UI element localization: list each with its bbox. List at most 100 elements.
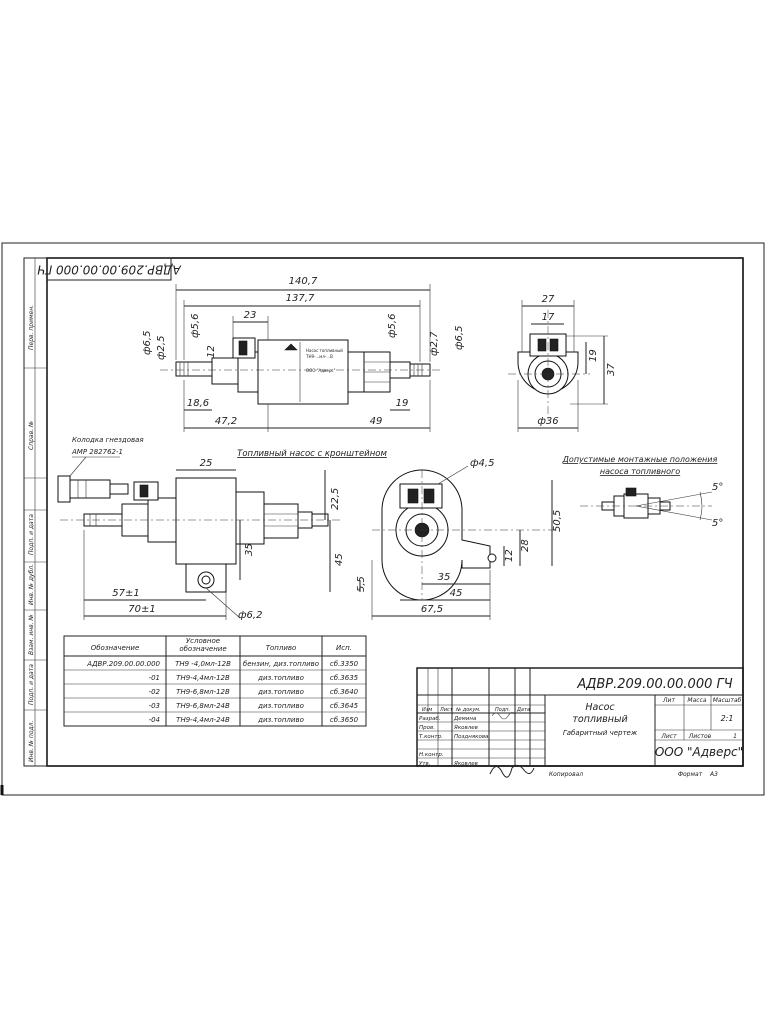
- table-row-2-fuel: диз.топливо: [257, 674, 304, 682]
- title-role-norm-control: Н.контр.: [419, 752, 444, 758]
- table-row-4-version: сб.3645: [330, 702, 359, 710]
- table-row-4-fuel: диз.топливо: [257, 702, 304, 710]
- pump-bracket-front-view: Топливный насос с кронштейном: [60, 449, 387, 593]
- title-sheets-label: Листов: [688, 733, 712, 740]
- table-row-5-designation: -04: [149, 716, 160, 724]
- signature-approved: [489, 764, 535, 778]
- margin-label-ref-no: Справ. №: [28, 421, 35, 450]
- margin-label-sign-date-2: Подп. и дата: [28, 664, 35, 705]
- rotated-drawing-code: АДВР.209.00.00.000 ГЧ: [37, 263, 181, 277]
- table-row-3-fuel: диз.топливо: [257, 688, 304, 696]
- pump-end-view: [508, 310, 590, 420]
- format-value: А3: [709, 771, 718, 778]
- table-row-4-conditional: ТН9-6,8мл-24В: [176, 702, 230, 710]
- dim-57: 57±1: [112, 588, 139, 599]
- pump-bracket-side-view: [372, 469, 560, 601]
- title-sheet-label: Лист: [660, 733, 677, 740]
- dim-35-front: 35: [244, 543, 255, 556]
- install-caption-1: Допустимые монтажные положения: [562, 455, 718, 464]
- table-row-5-conditional: ТН9-4,4мл-24В: [176, 716, 230, 724]
- dim-45-front: 45: [334, 553, 345, 566]
- table-header-fuel: Топливо: [266, 644, 297, 652]
- title-role-approved: Утв.: [419, 761, 431, 767]
- table-row-2-conditional: ТН9-4,4мл-12В: [176, 674, 230, 682]
- connector-view: Колодка гнездовая AMP 282762-1: [57, 436, 144, 503]
- table-row-5-version: сб.3650: [330, 716, 359, 724]
- margin-label-orig-inv: Инв. № подл.: [28, 721, 35, 762]
- table-row-3-designation: -02: [149, 688, 161, 696]
- connector-label-2: AMP 282762-1: [71, 448, 123, 456]
- dim-dia-36: ф36: [537, 416, 558, 427]
- table-row-1-version: сб.3350: [330, 660, 359, 668]
- copied-label: Копировал: [549, 771, 583, 778]
- title-name-line2: топливный: [572, 714, 627, 725]
- table-row-1-conditional: ТН9 -4,0мл-12В: [175, 660, 231, 668]
- title-scale-value: 2:1: [721, 714, 734, 723]
- dim-12-side: 12: [504, 549, 515, 562]
- dim-dia-2-5: ф2,5: [156, 336, 167, 360]
- dim-47-2: 47,2: [215, 416, 237, 427]
- table-row-2-version: сб.3635: [330, 674, 359, 682]
- dim-dia-6-5-left: ф6,5: [142, 331, 153, 355]
- margin-label-first-use: Перв. примен.: [28, 305, 35, 350]
- angle-down-5: 5°: [712, 518, 723, 529]
- dim-19-top: 19: [396, 398, 409, 409]
- dim-50-5: 50,5: [552, 510, 563, 532]
- title-role-developer: Разраб.: [419, 716, 441, 722]
- table-row-1-fuel: бензин, диз.топливо: [243, 660, 319, 668]
- dim-35-side: 35: [438, 572, 451, 583]
- dim-70: 70±1: [128, 604, 155, 615]
- pump-side-view: Насос топливный ТН9-...мл-...В ООО "Адве…: [160, 337, 440, 405]
- table-row-4-designation: -03: [149, 702, 160, 710]
- table-row-5-fuel: диз.топливо: [257, 716, 304, 724]
- dim-23: 23: [244, 310, 257, 321]
- title-drawing-code: АДВР.209.00.00.000 ГЧ: [576, 677, 732, 692]
- dim-12-top: 12: [206, 345, 217, 358]
- dim-18-6: 18,6: [187, 398, 209, 409]
- title-sheets-count: 1: [733, 733, 737, 740]
- table-row-2-designation: -01: [149, 674, 160, 682]
- dim-19-end: 19: [588, 349, 599, 362]
- title-col-lit: Лит: [662, 697, 675, 704]
- table-header-designation: Обозначение: [91, 644, 140, 652]
- sheet-border: [1, 242, 765, 796]
- title-company: ООО "Адверс": [655, 745, 743, 759]
- end-view-dimensions: 27 17 19 37 ф36: [517, 294, 617, 432]
- pump-bracket-dimensions: 25 22,5 35 45 5,5 57±1 70±1 ф6,2: [83, 458, 367, 621]
- dim-17: 17: [542, 312, 555, 323]
- left-margin-strip: Перв. примен. Справ. № Подп. и дата Инв.…: [23, 257, 48, 767]
- table-row-1-designation: АДВР.209.00.00.000: [86, 660, 160, 668]
- dim-140-7: 140,7: [289, 276, 318, 287]
- top-view-dimensions: 140,7 137,7 23 ф5,6 ф6,5 ф2,5 12 ф5,6 ф2…: [142, 276, 465, 432]
- install-caption-2: насоса топливного: [600, 467, 680, 476]
- dim-137-7: 137,7: [286, 293, 315, 304]
- dim-5-5: 5,5: [356, 576, 367, 592]
- title-row-header-sign: Подп.: [495, 707, 510, 713]
- title-row-header-change: Изм: [422, 707, 432, 713]
- dim-dia-4-5: ф4,5: [470, 458, 494, 469]
- angle-up-5: 5°: [712, 482, 723, 493]
- body-label-line2: ТН9-...мл-...В: [305, 354, 333, 359]
- title-role-tech-control: Т.контр.: [419, 734, 443, 740]
- title-name-checker: Яковлев: [453, 725, 478, 731]
- title-name-tech-control: Позднякова: [454, 734, 489, 740]
- table-header-version: Исп.: [336, 644, 352, 652]
- format-label: Формат: [678, 771, 703, 778]
- title-col-mass: Масса: [687, 697, 706, 704]
- margin-label-dup-inv: Инв. № дубл.: [28, 564, 35, 605]
- dim-37: 37: [606, 363, 617, 376]
- dim-dia-5-6-left: ф5,6: [190, 314, 201, 338]
- dim-25: 25: [200, 458, 213, 469]
- dim-45-side: 45: [450, 588, 463, 599]
- rotated-code-box: АДВР.209.00.00.000 ГЧ: [37, 257, 182, 281]
- connector-label-1: Колодка гнездовая: [72, 436, 144, 444]
- title-row-header-sheet: Лист: [439, 707, 454, 713]
- pump-bracket-caption: Топливный насос с кронштейном: [237, 449, 387, 459]
- title-name-approved: Яковлев: [453, 761, 478, 767]
- margin-label-replace-inv: Взам. инв. №: [28, 614, 35, 655]
- dim-49: 49: [370, 416, 383, 427]
- body-label-line1: Насос топливный: [306, 348, 343, 353]
- variants-table: Обозначение Условное обозначение Топливо…: [63, 635, 367, 727]
- pump-bracket-side-dimensions: ф4,5 50,5 28 12 35 45 67,5: [371, 458, 563, 620]
